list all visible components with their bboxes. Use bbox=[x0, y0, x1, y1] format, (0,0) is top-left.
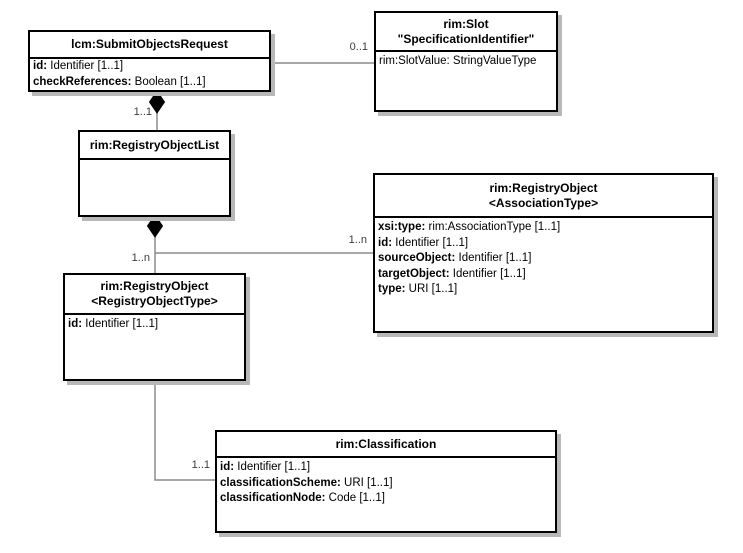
attribute-text: Identifier [1..1] bbox=[47, 60, 124, 72]
attribute-name: id: bbox=[220, 461, 235, 473]
attribute-name: checkReferences: bbox=[33, 75, 132, 88]
attribute-row: classificationScheme: URI [1..1] bbox=[220, 476, 552, 492]
class-title: rim:RegistryObject <AssociationType> bbox=[375, 175, 712, 218]
multiplicity-label-registryobjecttype: 1..n bbox=[132, 252, 150, 264]
class-box-slot: rim:Slot "SpecificationIdentifier" rim:S… bbox=[374, 11, 558, 112]
attribute-row: targetObject: Identifier [1..1] bbox=[378, 267, 709, 283]
attribute-name: xsi:type: bbox=[378, 221, 426, 233]
class-title-text: rim:RegistryObjectList bbox=[89, 137, 220, 152]
attribute-text: Identifier [1..1] bbox=[455, 252, 532, 264]
class-box-registry-object-type: rim:RegistryObject <RegistryObjectType> … bbox=[63, 273, 246, 381]
attribute-text: Identifier [1..1] bbox=[234, 461, 311, 473]
attribute-text: Boolean [1..1] bbox=[131, 75, 206, 88]
class-title: rim:RegistryObject <RegistryObjectType> bbox=[65, 275, 244, 315]
class-attributes: id: Identifier [1..1] checkReferences: B… bbox=[30, 59, 269, 90]
attribute-name: id: bbox=[33, 60, 48, 72]
attribute-text: Identifier [1..1] bbox=[392, 236, 469, 249]
class-box-submit-objects-request: lcm:SubmitObjectsRequest id: Identifier … bbox=[28, 30, 271, 92]
class-title-text: rim:RegistryObject bbox=[489, 180, 598, 195]
class-title-text: <RegistryObjectType> bbox=[91, 294, 218, 308]
multiplicity-label-association: 1..n bbox=[349, 234, 367, 246]
class-attributes: xsi:type: rim:AssociationType [1..1] id:… bbox=[375, 218, 712, 298]
edge-registryobjecttype-to-classification bbox=[154, 380, 216, 481]
class-attributes: id: Identifier [1..1] bbox=[65, 315, 244, 333]
composition-diamond-icon bbox=[146, 214, 164, 238]
attribute-name: sourceObject: bbox=[378, 252, 456, 264]
attribute-text: Identifier [1..1] bbox=[82, 318, 159, 330]
composition-diamond-icon bbox=[148, 90, 166, 114]
attribute-name: id: bbox=[378, 236, 393, 249]
attribute-text: rim:SlotValue: StringValueType bbox=[379, 55, 537, 67]
class-title-text: <AssociationType> bbox=[488, 195, 599, 210]
attribute-row: xsi:type: rim:AssociationType [1..1] bbox=[378, 220, 709, 236]
attribute-text: URI [1..1] bbox=[340, 476, 393, 489]
attribute-row: id: Identifier [1..1] bbox=[68, 317, 241, 333]
attribute-name: classificationNode: bbox=[220, 492, 326, 504]
multiplicity-label-registryobjectlist: 1..1 bbox=[134, 106, 152, 118]
attribute-row: checkReferences: Boolean [1..1] bbox=[33, 75, 266, 91]
class-title-text: rim:RegistryObject bbox=[100, 279, 209, 293]
attribute-row: type: URI [1..1] bbox=[378, 282, 709, 298]
class-title-text: lcm:SubmitObjectsRequest bbox=[71, 37, 228, 51]
class-box-classification: rim:Classification id: Identifier [1..1]… bbox=[215, 430, 557, 533]
class-attributes bbox=[80, 160, 229, 162]
attribute-row: sourceObject: Identifier [1..1] bbox=[378, 251, 709, 267]
multiplicity-label-slot: 0..1 bbox=[350, 41, 368, 53]
attribute-row: id: Identifier [1..1] bbox=[378, 236, 709, 252]
class-attributes: rim:SlotValue: StringValueType bbox=[376, 52, 556, 70]
attribute-name: id: bbox=[68, 318, 83, 330]
class-title: rim:Classification bbox=[217, 432, 555, 458]
attribute-row: id: Identifier [1..1] bbox=[220, 460, 552, 476]
class-title-text: rim:Slot bbox=[443, 16, 489, 31]
attribute-name: targetObject: bbox=[378, 267, 450, 280]
attribute-text: rim:AssociationType [1..1] bbox=[425, 221, 561, 233]
class-box-registry-object-association: rim:RegistryObject <AssociationType> xsi… bbox=[373, 173, 714, 333]
attribute-name: classificationScheme: bbox=[220, 476, 341, 489]
attribute-name: type: bbox=[378, 283, 406, 295]
class-title: rim:RegistryObjectList bbox=[80, 132, 229, 160]
attribute-row: id: Identifier [1..1] bbox=[33, 59, 266, 75]
class-title-text: rim:Classification bbox=[335, 436, 437, 451]
multiplicity-label-classification: 1..1 bbox=[192, 459, 210, 471]
class-box-registry-object-list: rim:RegistryObjectList bbox=[78, 130, 231, 217]
attribute-text: URI [1..1] bbox=[405, 283, 458, 295]
attribute-text: Identifier [1..1] bbox=[449, 267, 526, 280]
class-title: rim:Slot "SpecificationIdentifier" bbox=[376, 13, 556, 52]
attribute-row: rim:SlotValue: StringValueType bbox=[379, 54, 553, 70]
attribute-row: classificationNode: Code [1..1] bbox=[220, 491, 552, 507]
class-attributes: id: Identifier [1..1] classificationSche… bbox=[217, 458, 555, 507]
attribute-text: Code [1..1] bbox=[325, 492, 385, 504]
class-title-text: "SpecificationIdentifier" bbox=[397, 31, 535, 46]
class-title: lcm:SubmitObjectsRequest bbox=[30, 32, 269, 59]
